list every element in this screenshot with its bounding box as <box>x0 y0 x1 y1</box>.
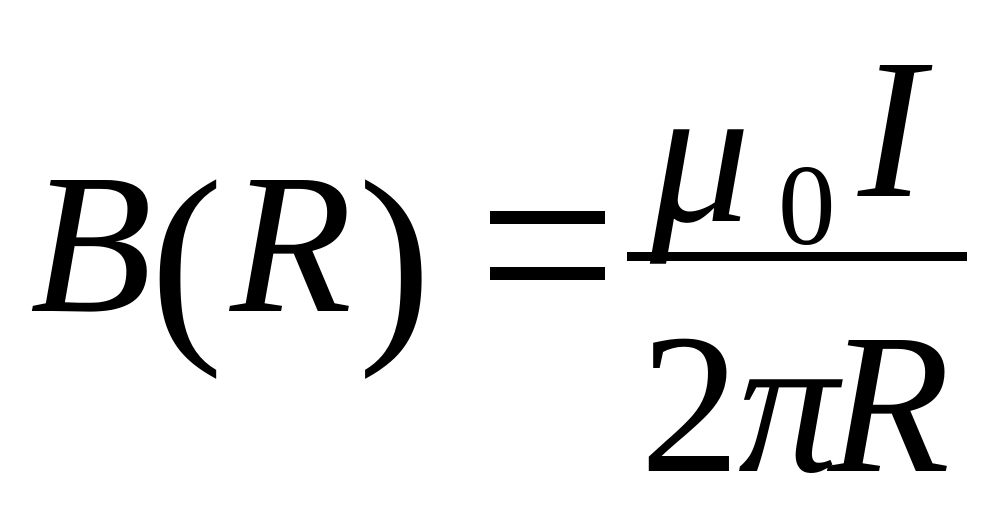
fraction-bar <box>627 252 967 261</box>
denominator-variable: R <box>828 294 951 515</box>
denominator-coefficient: 2 <box>640 294 740 515</box>
equals-bar-bottom <box>490 267 605 280</box>
equals-sign <box>490 211 605 281</box>
equation: B ( R ) μ 0 I 2 π R <box>30 19 967 505</box>
numerator-current: I <box>858 19 925 240</box>
open-parenthesis: ( <box>150 136 224 380</box>
close-parenthesis: ) <box>358 136 432 380</box>
numerator-subscript: 0 <box>778 142 836 269</box>
numerator-mu-symbol: μ <box>650 44 751 265</box>
equals-bar-top <box>490 211 605 224</box>
lhs-function-symbol: B <box>30 134 153 355</box>
denominator-pi-symbol: π <box>738 294 839 515</box>
lhs-variable: R <box>230 134 353 355</box>
